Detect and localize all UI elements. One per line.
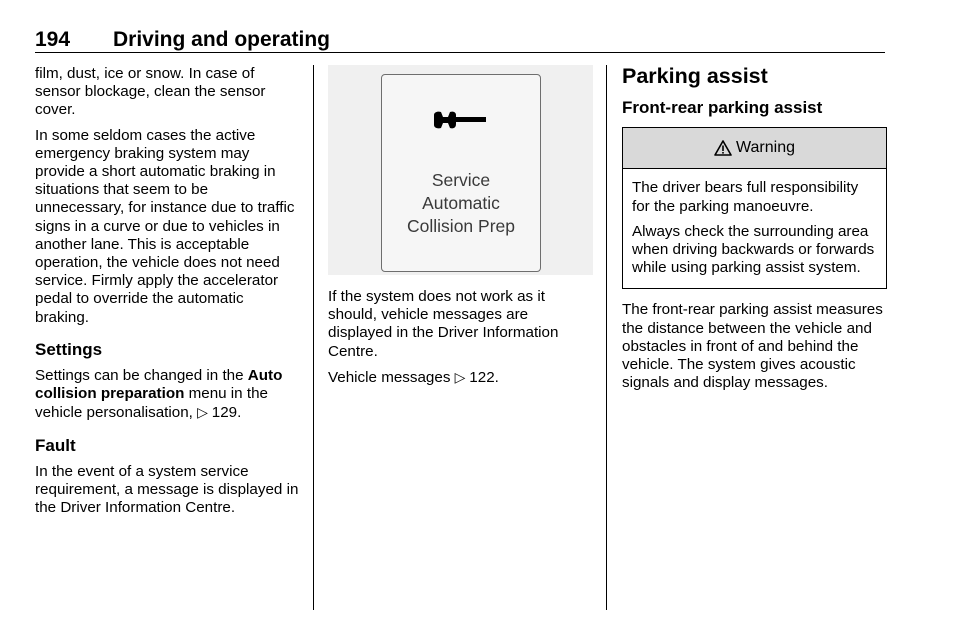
- warning-body: The driver bears full responsibility for…: [623, 169, 886, 288]
- column-middle: Service Automatic Collision Prep If the …: [328, 65, 593, 394]
- display-message: Service Automatic Collision Prep: [407, 170, 515, 236]
- paragraph: If the system does not work as it should…: [328, 288, 559, 360]
- page-reference-link[interactable]: 122.: [469, 368, 499, 386]
- paragraph: The front-rear parking assist measures t…: [622, 301, 883, 392]
- column-divider: [313, 65, 314, 610]
- column-right: Parking assist Front-rear parking assist…: [622, 65, 887, 399]
- warning-box: Warning The driver bears full responsibi…: [622, 127, 887, 290]
- column-left: film, dust, ice or snow. In case of sens…: [35, 65, 300, 524]
- cross-reference-arrow-icon: ▷: [454, 368, 470, 385]
- settings-heading: Settings: [35, 339, 103, 359]
- page-reference-link[interactable]: 129.: [211, 404, 242, 422]
- dic-figure: Service Automatic Collision Prep: [328, 65, 593, 275]
- column-divider: [606, 65, 607, 610]
- fault-heading: Fault: [35, 435, 76, 455]
- dic-display: Service Automatic Collision Prep: [381, 74, 541, 272]
- page-header: 194 Driving and operating: [35, 28, 885, 53]
- paragraph: In the event of a system service require…: [35, 462, 299, 517]
- warning-paragraph: The driver bears full responsibility for…: [632, 179, 859, 215]
- paragraph: film, dust, ice or snow. In case of sens…: [35, 65, 266, 119]
- page-number: 194: [35, 28, 71, 51]
- wrench-icon: [434, 111, 486, 129]
- paragraph: In some seldom cases the active emergenc…: [35, 126, 295, 326]
- settings-paragraph: Settings can be changed in the Auto coll…: [35, 367, 283, 422]
- menu-name: Auto collision preparation: [35, 367, 283, 403]
- paragraph: Vehicle messages ▷ 122.: [328, 368, 499, 386]
- front-rear-heading: Front-rear parking assist: [622, 98, 823, 118]
- warning-triangle-icon: [714, 140, 732, 157]
- warning-label: Warning: [736, 139, 795, 157]
- section-title: Driving and operating: [113, 28, 331, 51]
- warning-header: Warning: [623, 128, 886, 170]
- warning-paragraph: Always check the surrounding area when d…: [632, 222, 875, 277]
- cross-reference-arrow-icon: ▷: [197, 404, 212, 421]
- parking-assist-heading: Parking assist: [622, 64, 768, 88]
